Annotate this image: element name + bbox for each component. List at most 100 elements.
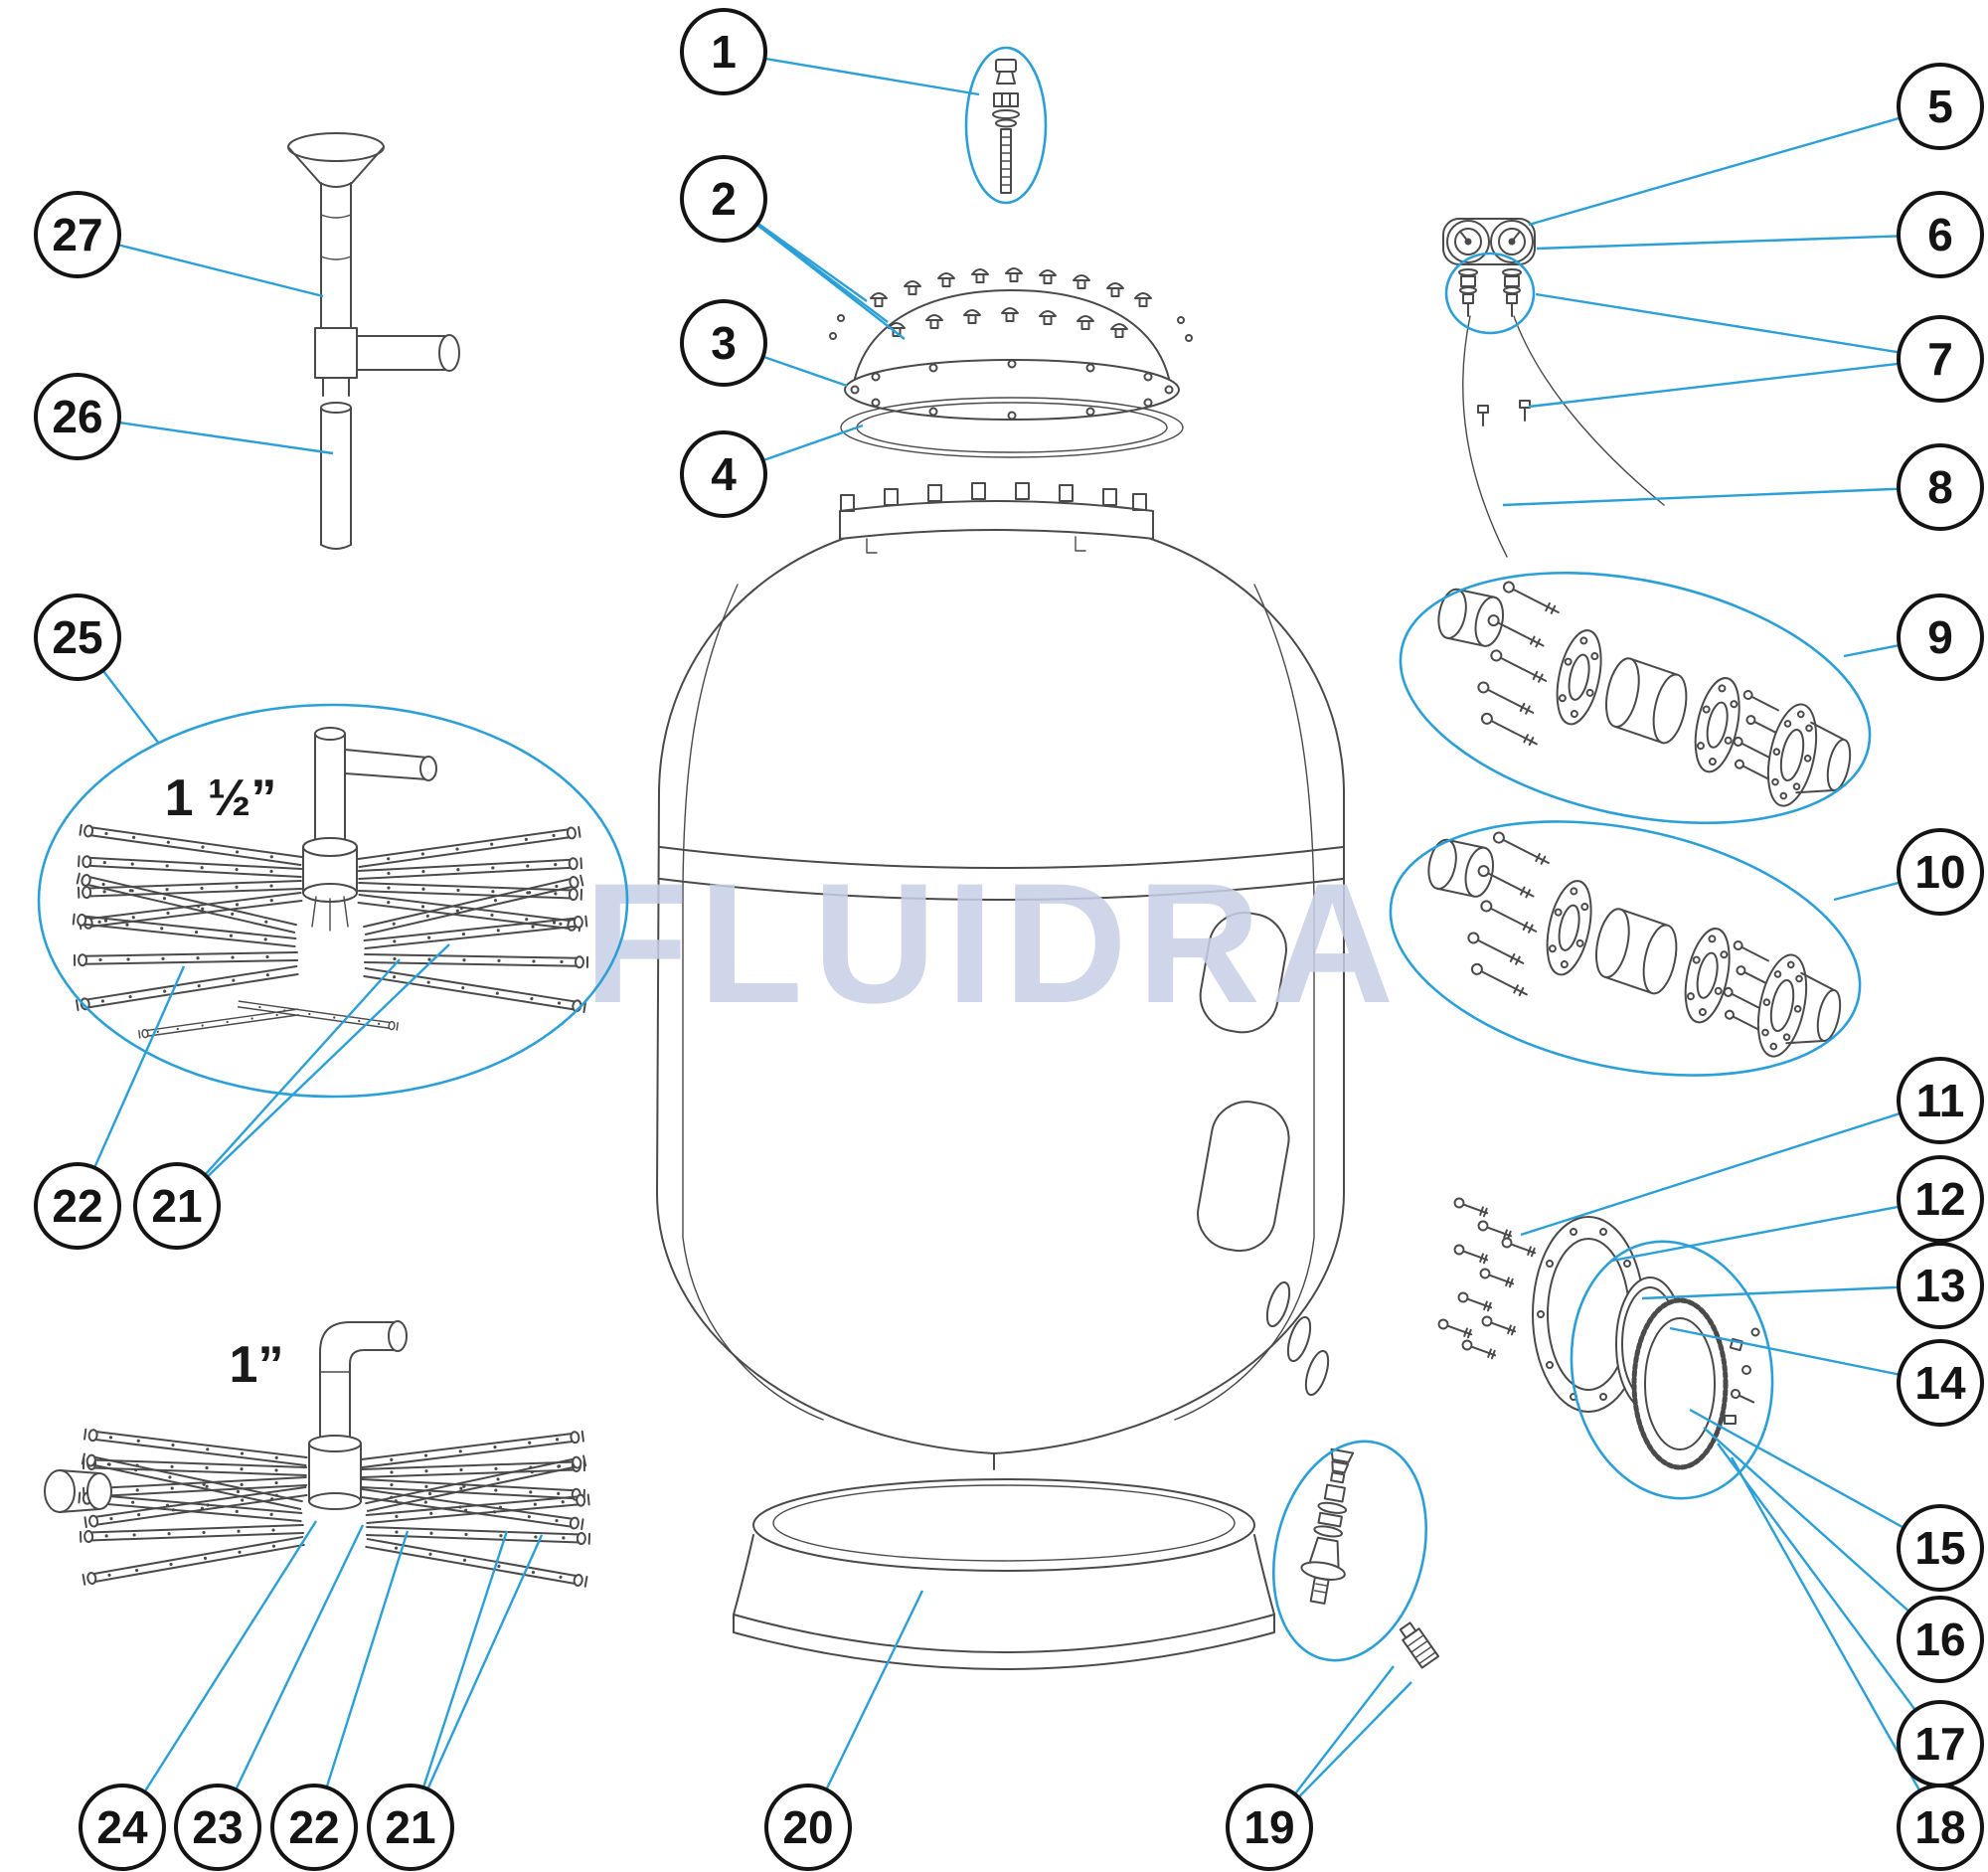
callout-24: 24 [79,1784,166,1871]
group-ellipse-flange-kit-lower [1389,820,1862,1077]
callout-number-21-bottom: 21 [385,1801,435,1853]
callout-20: 20 [764,1784,852,1871]
callout-circle-5 [1897,63,1984,150]
callout-number-22-bottom: 22 [288,1801,339,1853]
leader-line-23 [216,1524,365,1828]
leader-line-24 [120,1520,318,1828]
callout-circle-21-bottom [367,1784,454,1871]
callout-number-23: 23 [192,1801,243,1853]
drain-plug [1399,1621,1440,1669]
leader-line-20 [806,1590,924,1828]
leader-line-21-bottom [409,1534,544,1828]
callout-number-3: 3 [711,317,737,369]
callout-27: 27 [34,191,121,278]
callout-22-left: 22 [34,1162,121,1250]
callout-6: 6 [1897,191,1984,278]
callout-circle-26 [34,373,121,460]
callout-circle-10 [1897,828,1984,916]
callout-circle-9 [1897,594,1984,681]
callout-7: 7 [1897,315,1984,403]
callout-circle-16 [1897,1596,1984,1683]
callout-number-2: 2 [711,173,737,225]
leader-line-17 [1717,1443,1941,1745]
callout-number-25: 25 [52,611,102,663]
callout-number-20: 20 [782,1801,833,1853]
callout-number-16: 16 [1914,1614,1965,1665]
leader-line-13 [1641,1283,1941,1300]
callout-circle-25 [34,594,121,681]
callout-circle-19 [1226,1784,1313,1871]
callout-10: 10 [1897,828,1984,916]
callout-8: 8 [1897,443,1984,531]
leader-line-16 [1703,1427,1941,1640]
callout-number-18: 18 [1914,1801,1965,1853]
air-relief-assembly [992,59,1020,194]
flange-kit-lower [1404,817,1864,1070]
group-ellipse-sight-glass [1570,1240,1774,1500]
callout-13: 13 [1897,1242,1984,1329]
callout-number-9: 9 [1927,611,1953,663]
callout-number-14: 14 [1914,1357,1966,1409]
leader-line-21-left [176,958,401,1207]
leader-line-8 [1502,485,1941,507]
callout-12: 12 [1897,1155,1984,1243]
callout-number-11: 11 [1916,1075,1965,1126]
callout-circle-24 [79,1784,166,1871]
callout-circle-1 [680,8,767,95]
callout-circle-11 [1897,1057,1984,1144]
callout-number-8: 8 [1927,461,1953,513]
drain-assembly [1300,1447,1355,1605]
lateral-assembly [44,1320,591,1589]
callout-3: 3 [680,299,767,387]
leader-line-6 [1536,233,1941,251]
callout-19: 19 [1226,1784,1313,1871]
callout-circle-2 [680,155,767,243]
callout-2: 2 [680,155,767,243]
callout-number-21-left: 21 [151,1180,202,1232]
standpipe [320,402,352,550]
callout-circle-4 [680,430,767,518]
callout-number-1: 1 [711,26,737,78]
callout-circle-20 [764,1784,852,1871]
lateral-size-label: 1” [230,1336,284,1394]
callout-circle-6 [1897,191,1984,278]
callout-21-bottom: 21 [367,1784,454,1871]
callout-number-24: 24 [96,1801,148,1853]
callout-21-left: 21 [133,1162,221,1250]
group-ellipse-drain [1271,1440,1428,1662]
group-ellipse-collector [37,703,629,1099]
callout-circle-18 [1897,1784,1984,1871]
callout-layer: 1234567891011121314151617181920212223242… [34,8,1984,1871]
callout-4: 4 [680,430,767,518]
callout-number-12: 12 [1914,1173,1965,1225]
leader-line-11 [1520,1099,1941,1237]
callout-circle-23 [174,1784,261,1871]
callout-number-10: 10 [1914,846,1965,898]
callout-circle-22-bottom [270,1784,358,1871]
callout-22-bottom: 22 [270,1784,358,1871]
callout-5: 5 [1897,63,1984,150]
callout-14: 14 [1897,1339,1984,1427]
group-ellipse-gauge-fittings [1444,252,1536,335]
leader-line-21-bottom [409,1530,509,1828]
callout-16: 16 [1897,1596,1984,1683]
callout-11: 11 [1897,1057,1984,1144]
leader-line-21-left [176,943,450,1207]
callout-circle-8 [1897,443,1984,531]
callout-18: 18 [1897,1784,1984,1871]
callout-25: 25 [34,594,121,681]
leader-line-7 [1528,357,1941,409]
callout-number-6: 6 [1927,209,1953,260]
callout-circle-7 [1897,315,1984,403]
callout-15: 15 [1897,1504,1984,1592]
group-ellipse-air-relief [964,46,1048,205]
collector-assembly [72,727,589,1040]
callout-circle-21-left [133,1162,221,1250]
callout-circle-27 [34,191,121,278]
collector-size-label: 1 ½” [165,769,277,827]
diffuser-assembly [829,267,1193,458]
callout-17: 17 [1897,1700,1984,1787]
callout-number-22-left: 22 [52,1180,102,1232]
